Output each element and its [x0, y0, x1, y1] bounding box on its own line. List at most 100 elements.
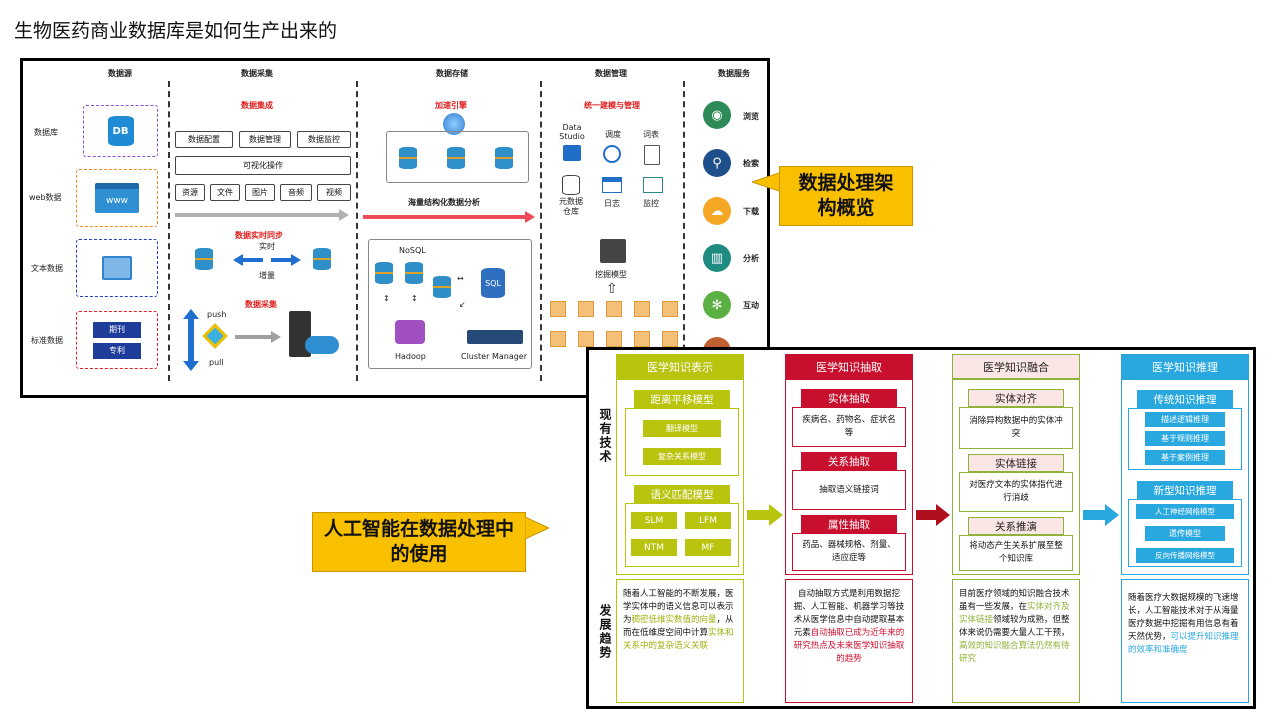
- data-config-button[interactable]: 数据配置: [175, 131, 233, 148]
- col-extraction-frame: [785, 379, 913, 575]
- trend-text: ，从而在低维度空间中计算: [623, 615, 734, 638]
- incremental-label: 增量: [259, 271, 275, 280]
- traditional-reasoning-box: [1128, 408, 1242, 470]
- neural-network-model: 人工神经网络模型: [1136, 504, 1234, 519]
- download-icon[interactable]: ☁: [703, 197, 731, 225]
- browse-icon[interactable]: ◉: [703, 101, 731, 129]
- medical-knowledge-panel: 现有技术 发展趋势 医学知识表示 距离平移模型 翻译模型 复杂关系模型 语义匹配…: [586, 347, 1256, 709]
- log-label: 日志: [604, 199, 620, 208]
- window-icon: [102, 256, 132, 280]
- flow-arrow: [747, 504, 783, 526]
- storage-blocks: [550, 301, 678, 347]
- source-label-standard: 标准数据: [31, 336, 63, 345]
- source-label-database: 数据库: [34, 128, 58, 137]
- header-data-source: 数据源: [108, 69, 132, 78]
- service-download[interactable]: 下载: [743, 207, 759, 216]
- network-hub-icon: [202, 323, 228, 349]
- separator: [168, 81, 170, 381]
- block-icon: [662, 301, 678, 317]
- accel-engine-title: 加速引擎: [435, 101, 467, 110]
- relation-deduction-text: 将动态产生关系扩展至整个知识库: [959, 535, 1073, 571]
- row-label-existing: 现有技术: [598, 408, 612, 464]
- document-icon: [644, 145, 660, 165]
- sync-arrows: [233, 254, 301, 266]
- block-icon: [578, 331, 594, 347]
- trend-highlight: 自动抽取已成为近年来的研究热点及未来医学知识抽取的趋势: [793, 628, 905, 664]
- relation-deduction-title: 关系推演: [968, 517, 1064, 535]
- standard-source-box: 期刊 专利: [76, 311, 158, 369]
- header-data-storage: 数据存储: [436, 69, 468, 78]
- storage-cluster-box: NoSQL SQL ↔ ↙ ↕ ↕ Hadoop Cluster Manager: [368, 239, 532, 369]
- db-cylinder-icon: [447, 147, 465, 169]
- patent-chip: 专利: [93, 342, 141, 359]
- integration-title: 数据集成: [241, 101, 273, 110]
- trend-text: 领域较为成熟，但整体来说仍需要大量人工干预，: [959, 615, 1070, 638]
- relation-extraction-text: 抽取语义链接词: [792, 470, 906, 510]
- entity-linking-title: 实体链接: [968, 454, 1064, 472]
- visual-ops-button[interactable]: 可视化操作: [175, 156, 351, 175]
- hadoop-label: Hadoop: [395, 352, 426, 361]
- resource-button[interactable]: 资源: [175, 184, 205, 201]
- browser-icon-text: www: [105, 196, 129, 206]
- col-reasoning-trend: 随着医疗大数据规模的飞速增长，人工智能技术对于从海量医疗数据中挖掘有用信息有着天…: [1121, 579, 1249, 703]
- cluster-manager-label: Cluster Manager: [461, 352, 528, 361]
- architecture-panel: 数据源 数据采集 数据存储 数据管理 数据服务 数据库 web数据 文本数据 标…: [20, 58, 770, 398]
- page-title: 生物医药商业数据库是如何生产出来的: [14, 20, 338, 42]
- file-button[interactable]: 文件: [210, 184, 240, 201]
- callout-pointer: [525, 517, 549, 539]
- semantic-match-title: 语义匹配模型: [634, 485, 730, 503]
- video-button[interactable]: 视频: [317, 184, 351, 201]
- bidirectional-arrow: ↕: [411, 294, 418, 303]
- pull-label: pull: [209, 358, 224, 367]
- data-manage-button[interactable]: 数据管理: [239, 131, 291, 148]
- vocabulary-label: 词表: [643, 130, 659, 139]
- data-monitor-button[interactable]: 数据监控: [297, 131, 351, 148]
- metadata-warehouse-label: 元数据仓库: [559, 197, 583, 216]
- search-icon[interactable]: ⚲: [703, 149, 731, 177]
- flow-arrow: [1083, 504, 1119, 526]
- service-interaction[interactable]: 互动: [743, 301, 759, 310]
- distance-model-box: [625, 408, 739, 476]
- genetic-model: 遗传模型: [1145, 526, 1225, 541]
- gray-arrow: [175, 209, 349, 221]
- col-fusion-header: 医学知识融合: [952, 354, 1080, 379]
- db-cylinder-icon: [495, 147, 513, 169]
- mining-model-icon: [600, 239, 626, 263]
- image-button[interactable]: 图片: [245, 184, 275, 201]
- audio-button[interactable]: 音频: [280, 184, 312, 201]
- trend-text: 随着人工智能的不断发展，医学实体中的语义信息可以表示为: [623, 589, 734, 625]
- accel-box: [386, 131, 529, 183]
- interaction-icon[interactable]: ✻: [703, 291, 731, 319]
- metadata-db-icon: [562, 175, 580, 195]
- service-search[interactable]: 检索: [743, 159, 759, 168]
- rule-based-reasoning: 基于规则推理: [1145, 431, 1225, 446]
- collect-title: 数据采集: [245, 300, 277, 309]
- log-icon: [602, 177, 622, 193]
- service-analysis[interactable]: 分析: [743, 254, 759, 263]
- traditional-reasoning-title: 传统知识推理: [1137, 390, 1233, 408]
- data-studio-label: Data Studio: [559, 123, 585, 141]
- callout-architecture: 数据处理架构概览: [779, 166, 913, 226]
- database-icon: DB: [107, 116, 134, 146]
- sql-db-icon: SQL: [481, 268, 505, 298]
- chart-monitor-icon: [643, 177, 663, 193]
- nosql-db-icon: [433, 276, 451, 298]
- separator: [356, 81, 358, 381]
- trend-highlight: 实体和关系中的复杂语义关联: [623, 628, 734, 651]
- col-fusion-frame: [952, 379, 1080, 575]
- model-ntm: NTM: [631, 539, 677, 556]
- db-cylinder-icon: [399, 147, 417, 169]
- browser-icon: www: [95, 183, 139, 213]
- bidirectional-arrow: ↔: [457, 274, 464, 283]
- case-based-reasoning: 基于案例推理: [1145, 450, 1225, 465]
- analysis-icon[interactable]: ▥: [703, 244, 731, 272]
- source-label-web: web数据: [29, 193, 62, 202]
- service-browse[interactable]: 浏览: [743, 112, 759, 121]
- semantic-match-box: [625, 503, 739, 567]
- bidirectional-arrow: ↙: [459, 300, 466, 309]
- callout-pointer: [752, 172, 782, 192]
- attribute-extraction-title: 属性抽取: [801, 515, 897, 533]
- web-source-box: www: [76, 169, 158, 227]
- model-lfm: LFM: [685, 512, 731, 529]
- red-arrow: [363, 211, 535, 223]
